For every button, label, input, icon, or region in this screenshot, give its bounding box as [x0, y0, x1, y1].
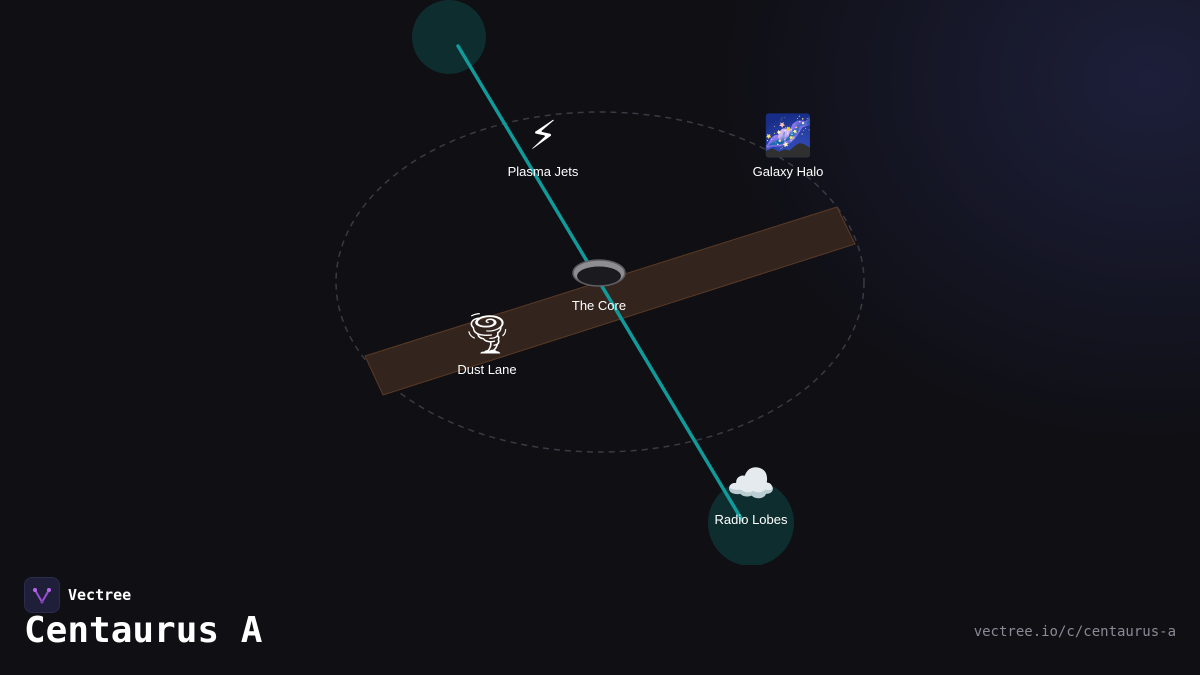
vectree-logo-icon: [24, 577, 60, 613]
node-label: Dust Lane: [457, 362, 517, 377]
node-dust-lane[interactable]: 🌪 Dust Lane: [417, 310, 557, 377]
milky-way-icon: 🌌: [763, 113, 813, 159]
black-hole-icon: [572, 259, 626, 287]
lightning-icon: ⚡: [528, 113, 558, 159]
node-radio-lobes[interactable]: ☁️ Radio Lobes: [681, 460, 821, 527]
node-label: Plasma Jets: [507, 164, 579, 179]
cloud-icon: ☁️: [726, 461, 776, 507]
node-the-core[interactable]: The Core: [529, 294, 669, 313]
upper-radio-lobe: [412, 0, 486, 74]
node-plasma-jets[interactable]: ⚡ Plasma Jets: [473, 112, 613, 179]
node-label: The Core: [571, 298, 627, 313]
node-label: Radio Lobes: [714, 512, 788, 527]
page-title: Centaurus A: [24, 610, 263, 651]
node-label: Galaxy Halo: [752, 164, 824, 179]
brand-name: Vectree: [68, 586, 132, 604]
galaxy-halo-ring: [335, 111, 865, 453]
brand[interactable]: Vectree: [24, 577, 131, 613]
node-galaxy-halo[interactable]: 🌌 Galaxy Halo: [718, 112, 858, 179]
tornado-icon: 🌪: [461, 311, 513, 357]
page-url[interactable]: vectree.io/c/centaurus-a: [973, 624, 1176, 640]
